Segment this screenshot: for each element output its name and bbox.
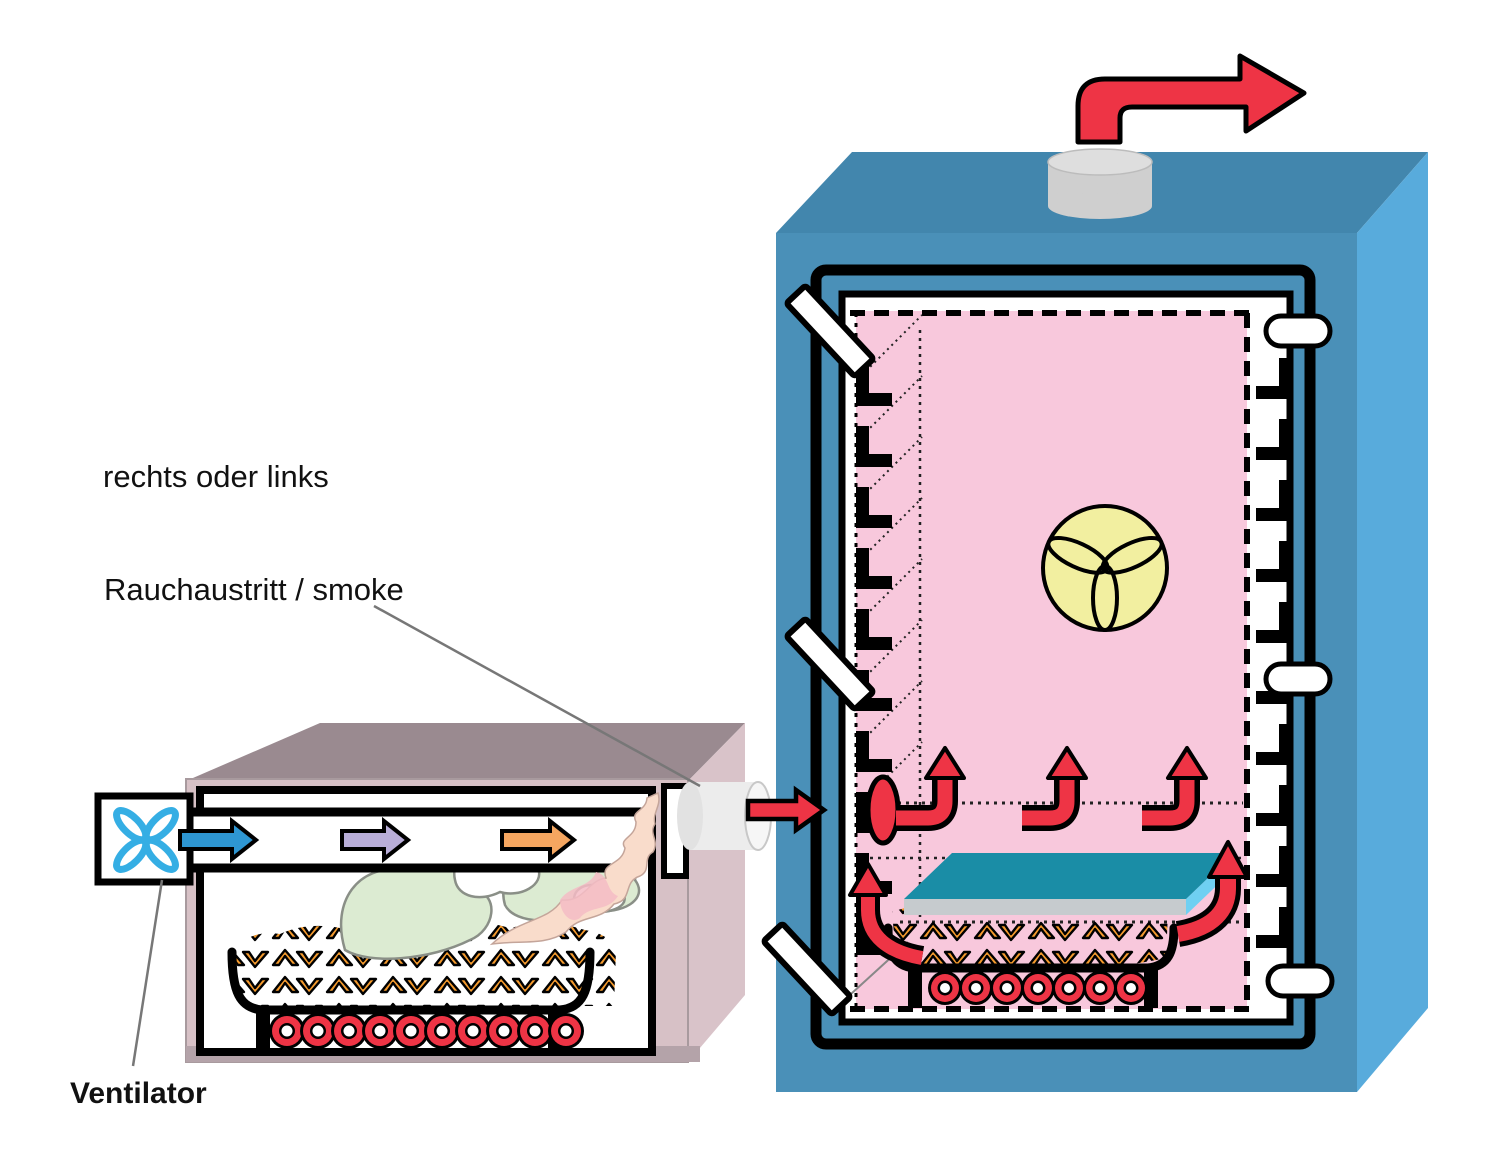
diagonal bbox=[865, 497, 923, 555]
smoke-elbow-arrow bbox=[896, 746, 966, 831]
coil-ring bbox=[455, 1013, 491, 1049]
coil-ring bbox=[1083, 971, 1117, 1005]
heating-coils bbox=[269, 1013, 584, 1049]
baffle-front bbox=[904, 899, 1186, 915]
rack-bracket bbox=[1256, 602, 1292, 643]
smoking-chamber-box bbox=[761, 53, 1428, 1092]
diagonal bbox=[865, 375, 923, 433]
baffle-curved-arrow-right bbox=[1175, 840, 1249, 947]
diagonal bbox=[865, 314, 923, 372]
coil-ring bbox=[300, 1013, 336, 1049]
exhaust-arrow bbox=[1075, 53, 1307, 145]
wood-shavings bbox=[236, 922, 616, 1006]
generator-top-face bbox=[186, 723, 745, 781]
door-hinge bbox=[784, 283, 876, 379]
coil-ring bbox=[424, 1013, 460, 1049]
fan-blade bbox=[1100, 535, 1164, 575]
coil-ring bbox=[269, 1013, 305, 1049]
label-ventilator: Ventilator bbox=[70, 1077, 207, 1110]
rack-bracket bbox=[1256, 724, 1292, 765]
chamber-chip-pan bbox=[883, 901, 1179, 1008]
rack-bracket bbox=[1256, 541, 1292, 582]
diagonal bbox=[865, 680, 923, 738]
fan-blade bbox=[1046, 535, 1110, 575]
fan-blade bbox=[142, 807, 179, 844]
heater-post bbox=[1144, 966, 1158, 1008]
heater-post bbox=[256, 1010, 270, 1050]
ventilator-icon bbox=[113, 807, 179, 873]
smoke-generator-box bbox=[94, 723, 745, 1063]
coil-ring bbox=[959, 971, 993, 1005]
pan-outline bbox=[227, 947, 595, 1015]
fan-blade bbox=[1091, 564, 1119, 632]
rack-bracket bbox=[856, 365, 892, 406]
coil-ring bbox=[486, 1013, 522, 1049]
rack-bracket bbox=[856, 609, 892, 650]
exhaust-cap bbox=[1047, 148, 1153, 219]
smoke-flow-arrows bbox=[896, 746, 1208, 831]
leader-line-ventilator bbox=[131, 879, 164, 1067]
rack-bracket bbox=[856, 426, 892, 467]
exhaust-cap-bottom bbox=[1048, 193, 1152, 219]
coil-ring bbox=[928, 971, 962, 1005]
heating-coils bbox=[928, 971, 1148, 1005]
baffle-top bbox=[904, 853, 1234, 899]
door-handle bbox=[1263, 313, 1333, 349]
diagonal bbox=[865, 558, 923, 616]
coil-ring bbox=[1052, 971, 1086, 1005]
diagonal bbox=[865, 436, 923, 494]
smoke-outlet-connector bbox=[677, 781, 828, 851]
baffle-curved-arrow-left bbox=[848, 862, 925, 970]
wood-shavings bbox=[892, 901, 1168, 972]
exhaust-cap-top bbox=[1047, 148, 1153, 176]
smoke-elbow-arrow bbox=[1022, 746, 1088, 831]
chamber-side-face bbox=[1357, 152, 1428, 1092]
rack-bracket bbox=[856, 731, 892, 772]
airflow-arrow-lavender bbox=[340, 816, 412, 864]
coil-ring bbox=[1021, 971, 1055, 1005]
door-hinge bbox=[761, 921, 853, 1017]
rack-bracket bbox=[1256, 358, 1292, 399]
smoke-wisp-pink bbox=[560, 872, 618, 920]
door-handle bbox=[1265, 963, 1335, 999]
smoke-elbow-arrow bbox=[1142, 746, 1208, 831]
rack-bracket bbox=[1256, 846, 1292, 887]
airflow-arrow-orange bbox=[500, 816, 578, 864]
rack-bracket bbox=[1256, 907, 1292, 948]
connector-left-end bbox=[677, 782, 703, 850]
rack-bracket bbox=[1256, 480, 1292, 521]
coil-ring bbox=[331, 1013, 367, 1049]
door-hinge bbox=[784, 616, 876, 712]
generator-chip-pan bbox=[227, 947, 595, 1050]
smoke-inlet-arrow bbox=[745, 785, 828, 835]
coil-ring bbox=[362, 1013, 398, 1049]
coil-ring bbox=[393, 1013, 429, 1049]
label-smoke-outlet: Rauchaustritt / smoke bbox=[104, 572, 404, 607]
circulation-fan bbox=[1041, 504, 1169, 632]
rack-bracket bbox=[856, 548, 892, 589]
leader-line-smoke-outlet bbox=[373, 604, 701, 788]
coil-ring bbox=[517, 1013, 553, 1049]
diagonal bbox=[865, 619, 923, 677]
airflow-arrow-blue bbox=[178, 816, 260, 864]
door-handle bbox=[1263, 661, 1333, 697]
rack-bracket bbox=[1256, 785, 1292, 826]
coil-ring bbox=[548, 1013, 584, 1049]
smoke-inlet-port bbox=[865, 774, 901, 846]
generator-side-face bbox=[688, 723, 745, 1062]
coil-ring bbox=[990, 971, 1024, 1005]
door-hinges bbox=[761, 283, 876, 1017]
labels: rechts oder links Rauchaustritt / smoke … bbox=[70, 459, 701, 1110]
coil-ring bbox=[1114, 971, 1148, 1005]
rack-bracket bbox=[1256, 419, 1292, 460]
label-orientation: rechts oder links bbox=[103, 459, 329, 494]
heater-post bbox=[908, 966, 922, 1008]
baffle-plate bbox=[904, 853, 1234, 915]
door-handles bbox=[1263, 313, 1335, 999]
rack-bracket bbox=[856, 487, 892, 528]
